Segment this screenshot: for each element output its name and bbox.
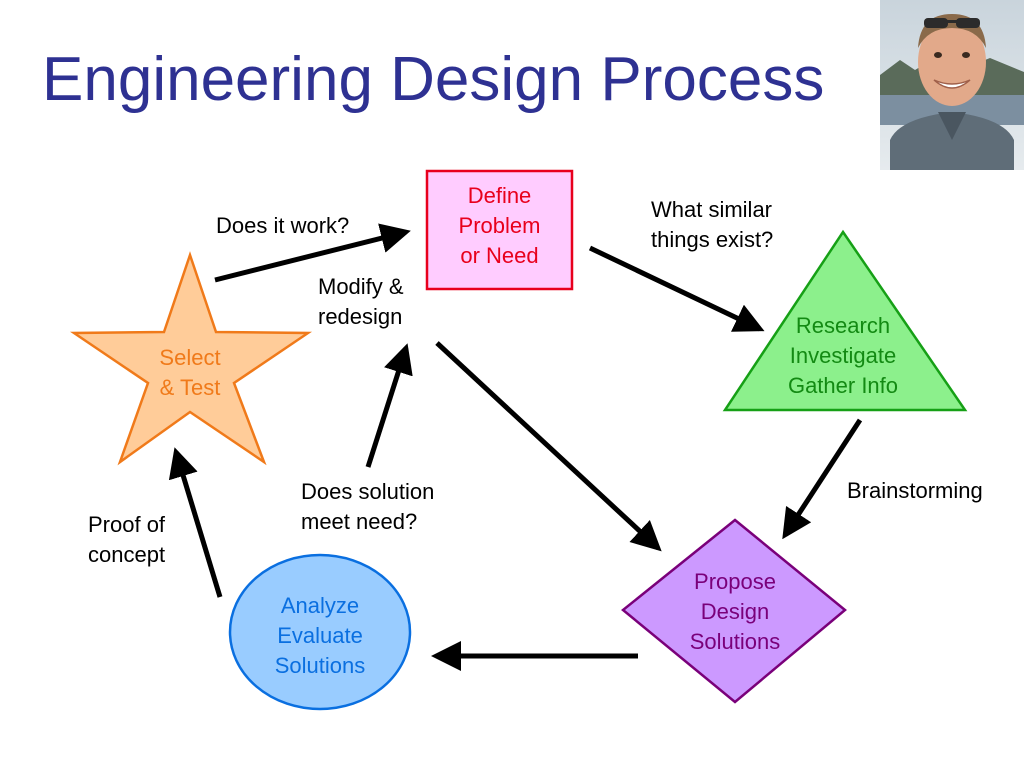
arrow-select-to-define xyxy=(214,223,411,283)
select-label: Select & Test xyxy=(130,343,250,403)
presenter-photo xyxy=(880,0,1024,170)
proof-line-1: Proof of xyxy=(88,512,166,537)
define-line-3: or Need xyxy=(460,243,539,268)
define-box xyxy=(425,169,574,291)
select-line-2: & Test xyxy=(159,375,221,400)
research-label: Research Investigate Gather Info xyxy=(763,311,923,401)
modify-redesign-label: Modify & redesign xyxy=(318,272,404,332)
propose-label: Propose Design Solutions xyxy=(660,567,810,657)
analyze-line-3: Solutions xyxy=(274,653,366,678)
does-it-work-label: Does it work? xyxy=(216,211,349,241)
select-star xyxy=(69,251,313,466)
what-similar-label: What similar things exist? xyxy=(651,195,773,255)
propose-line-1: Propose xyxy=(694,569,776,594)
define-label: Define Problem or Need xyxy=(427,181,572,271)
arrow-define-to-research xyxy=(588,245,765,332)
arrow-analyze-to-modify xyxy=(365,343,413,468)
page-title: Engineering Design Process xyxy=(42,45,825,114)
arrow-research-to-propose xyxy=(782,418,863,540)
brainstorming-line-1: Brainstorming xyxy=(847,478,983,503)
what-similar-line-1: What similar xyxy=(651,197,773,222)
does-solution-label: Does solution meet need? xyxy=(301,477,434,537)
arrow-define-to-propose xyxy=(435,341,662,552)
what-similar-line-2: things exist? xyxy=(651,227,774,252)
research-line-2: Investigate xyxy=(789,343,897,368)
analyze-line-2: Evaluate xyxy=(277,623,363,648)
modify-line-2: redesign xyxy=(318,304,403,329)
does-solution-line-2: meet need? xyxy=(301,509,418,534)
analyze-ellipse xyxy=(228,553,412,711)
arrow-analyze-to-select xyxy=(168,447,223,598)
propose-diamond xyxy=(621,518,847,704)
proof-of-concept-label: Proof of concept xyxy=(88,510,165,570)
research-line-1: Research xyxy=(795,313,891,338)
brainstorming-label: Brainstorming xyxy=(847,476,983,506)
research-triangle xyxy=(722,229,968,412)
define-line-1: Define xyxy=(467,183,532,208)
analyze-line-1: Analyze xyxy=(280,593,360,618)
proof-line-2: concept xyxy=(88,542,166,567)
select-line-1: Select xyxy=(159,345,221,370)
propose-line-2: Design xyxy=(700,599,770,624)
analyze-label: Analyze Evaluate Solutions xyxy=(245,591,395,681)
does-solution-line-1: Does solution xyxy=(301,479,435,504)
propose-line-3: Solutions xyxy=(689,629,781,654)
modify-line-1: Modify & xyxy=(318,274,404,299)
define-line-2: Problem xyxy=(458,213,541,238)
does-it-work-line-1: Does it work? xyxy=(216,213,350,238)
research-line-3: Gather Info xyxy=(787,373,899,398)
